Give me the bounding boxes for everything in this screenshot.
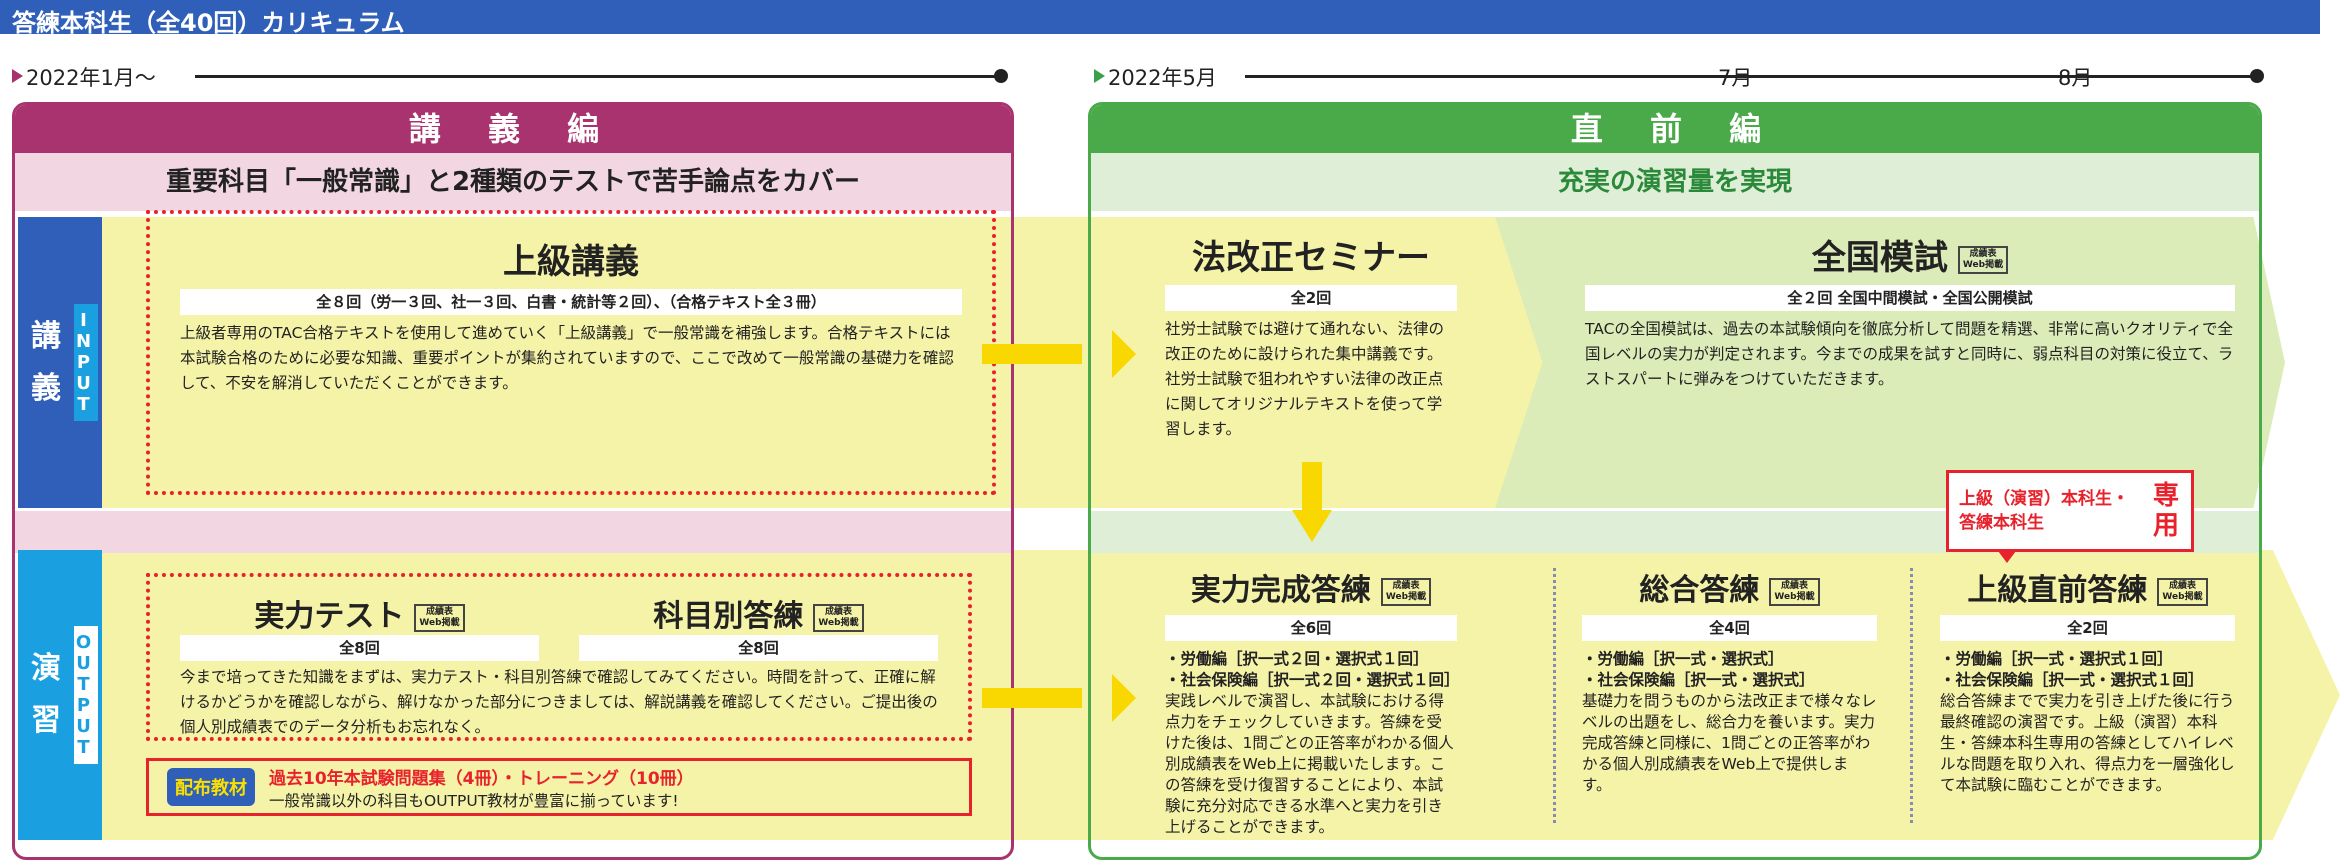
jokyu-count: 全８回（労一３回、社一３回、白書・統計等２回）、（合格テキスト全３冊） [180,289,962,315]
sogo-text: 基礎力を問うものから法改正まで様々なレベルの出題をし、総合力を養います。実力完成… [1582,692,1877,794]
hokaisei-count: 全2回 [1165,285,1457,311]
moshi-title: 全国模試 [1811,238,1948,278]
lecture-panel: 講 義 編 重要科目「一般常識」と2種類のテストで苦手論点をカバー [12,102,1014,860]
chokuzen-b2: ・社会保険編［択一式・選択式１回］ [1940,671,2204,689]
kamoku-count: 全8回 [579,635,938,661]
jitsuryoku-test-title: 実力テスト [254,599,405,634]
callout-pointer [1998,551,2016,563]
kansei-text: 実践レベルで演習し、本試験における得点力をチェックしていきます。答練を受けた後は… [1165,692,1454,836]
materials-title: 過去10年本試験問題集（4冊）・トレーニング（10冊） [269,768,694,789]
page-title: 答練本科生（全40回）カリキュラム [0,0,2320,37]
timeline-marker-icon [12,69,23,83]
timeline-may: 2022年5月 [1108,66,1217,90]
output-row-label: 演習 OUTPUT [18,550,102,840]
row-separator [15,511,1011,553]
arrow-down-icon [1302,462,1322,512]
divider [1910,568,1913,823]
timeline-marker-icon [1094,69,1105,83]
moshi-count: 全２回 全国中間模試・全国公開模試 [1585,285,2235,311]
materials-box: 配布教材 過去10年本試験問題集（4冊）・トレーニング（10冊） 一般常識以外の… [146,758,972,816]
timeline-line [195,75,995,78]
output-label: 演習 [31,651,61,738]
divider [1553,568,1556,823]
lecture-header: 講 義 編 [15,105,1011,153]
chokuzen-count: 全2回 [1940,615,2235,641]
kansei-b1: ・労働編［択一式２回・選択式１回］ [1165,650,1429,668]
exclusive-callout: 上級（演習）本科生・答練本科生 専用 [1946,470,2194,552]
sogo-b1: ・労働編［択一式・選択式］ [1582,650,1784,668]
timeline-jul: 7月 [1718,66,1753,90]
moshi-band [1495,217,2285,508]
jokyu-title: 上級講義 [503,242,639,282]
chokuzen-b1: ・労働編［択一式・選択式１回］ [1940,650,2173,668]
final-header: 直 前 編 [1091,105,2259,153]
hokaisei-title: 法改正セミナー [1192,238,1430,278]
arrow-right-icon [982,688,1082,708]
timeline-end-dot [2250,69,2264,83]
sogo-title: 総合答練 [1639,573,1760,608]
kansei-b2: ・社会保険編［択一式２回・選択式１回］ [1165,671,1460,689]
timeline-aug: 8月 [2058,66,2093,90]
kansei-count: 全6回 [1165,615,1457,641]
kamoku-title: 科目別答練 [653,599,804,634]
test-text: 今まで培ってきた知識をまずは、実力テスト・科目別答練で確認してみてください。時間… [180,668,938,736]
jokyu-lecture-box: 上級講義 全８回（労一３回、社一３回、白書・統計等２回）、（合格テキスト全３冊）… [146,210,996,495]
hokaisei-box: 法改正セミナー 全2回 社労士試験では避けて通れない、法律の改正のために設けられ… [1165,230,1457,442]
input-tag: INPUT [73,304,98,421]
callout-exclusive: 専用 [2153,481,2180,541]
timeline-line [1245,75,2255,78]
kansei-title: 実力完成答練 [1190,573,1371,608]
arrow-right-icon [1112,674,1136,722]
sogo-count: 全4回 [1582,615,1877,641]
final-subheader: 充実の演習量を実現 [1091,153,2259,211]
sogo-b2: ・社会保険編［択一式・選択式］ [1582,671,1815,689]
moshi-text: TACの全国模試は、過去の本試験傾向を徹底分析して問題を精選、非常に高いクオリテ… [1585,320,2234,388]
callout-line1: 上級（演習）本科生・ [1959,489,2129,509]
timeline-end-dot [994,69,1008,83]
jokyu-text: 上級者専用のTAC合格テキストを使用して進めていく「上級講義」で一般常識を補強し… [180,324,954,392]
arrow-right-icon [982,344,1082,364]
arrow-right-icon [1112,330,1136,378]
hokaisei-text: 社労士試験では避けて通れない、法律の改正のために設けられた集中講義です。社労士試… [1165,320,1445,438]
lecture-subheader: 重要科目「一般常識」と2種類のテストで苦手論点をカバー [15,153,1011,211]
chokuzen-title: 上級直前答練 [1967,573,2148,608]
input-label: 講義 [31,318,61,406]
materials-tag: 配布教材 [167,768,255,806]
output-band [100,550,2340,840]
chokuzen-text: 総合答練までで実力を引き上げた後に行う最終確認の演習です。上級（演習）本科生・答… [1940,692,2235,794]
materials-text: 一般常識以外の科目もOUTPUT教材が豊富に揃っています! [269,791,679,810]
arrow-down-icon [1292,510,1332,542]
timeline-start: 2022年1月～ [26,66,156,90]
output-tag: OUTPUT [73,626,98,764]
callout-line2: 答練本科生 [1959,513,2044,533]
jitsuryoku-test-count: 全8回 [180,635,539,661]
input-row-label: 講義 INPUT [18,217,102,508]
